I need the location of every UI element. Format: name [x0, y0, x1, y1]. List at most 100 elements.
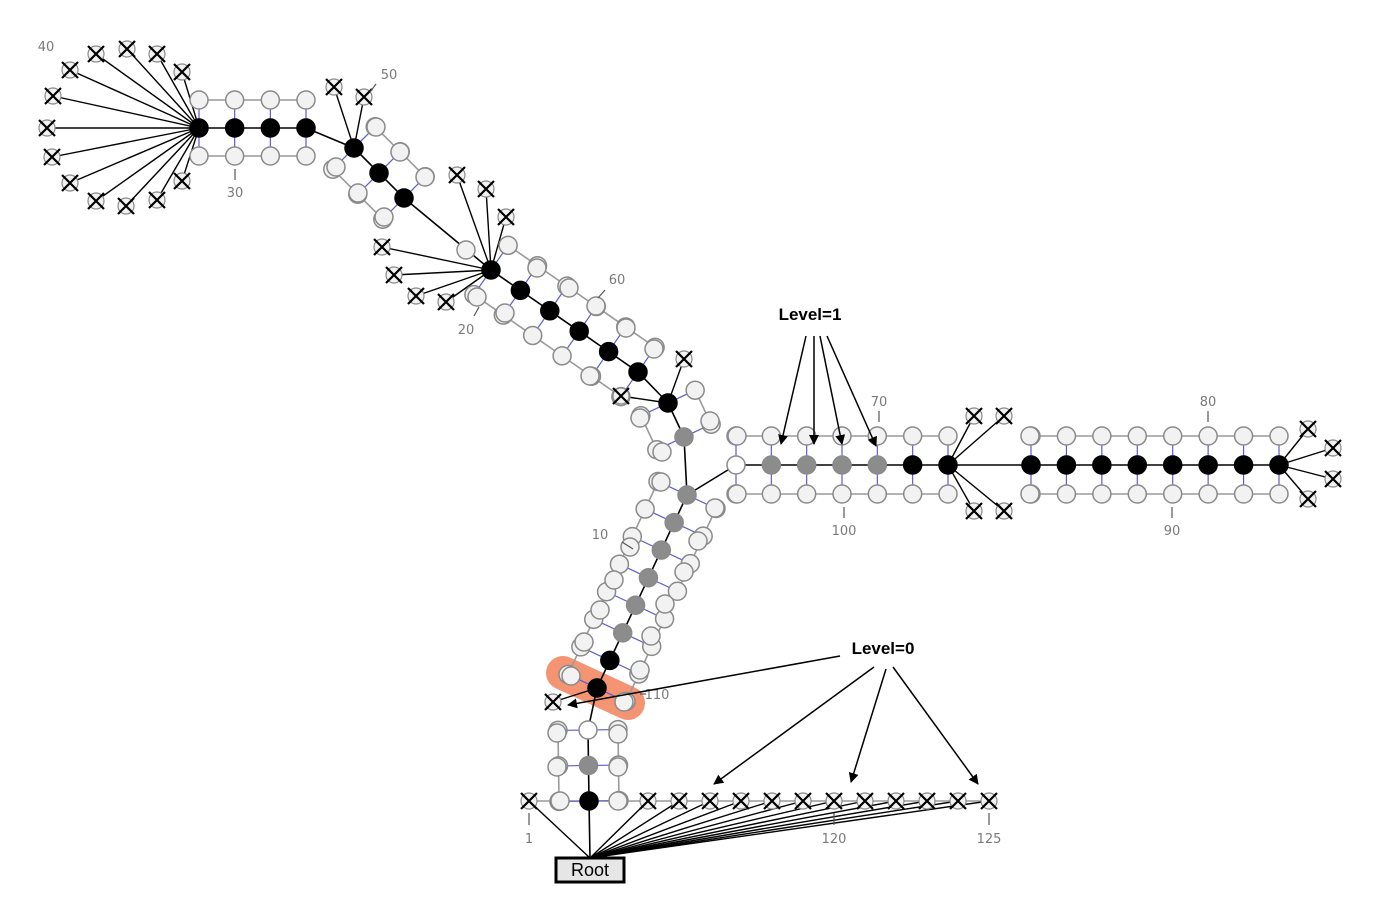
- stem-center-node: [612, 623, 633, 643]
- nucleotide-node: [1127, 484, 1148, 504]
- nucleotide-node: [1269, 426, 1289, 446]
- nucleotide-node: [616, 318, 636, 338]
- tree-edge: [589, 800, 835, 859]
- stem-center-node: [344, 138, 364, 158]
- leaf-cross-icon: [520, 792, 538, 810]
- nucleotide-node: [1269, 484, 1289, 504]
- tree-edge: [485, 188, 492, 271]
- tree-edge: [589, 800, 990, 859]
- leaf-cross-icon: [675, 350, 693, 368]
- tree-edge: [589, 800, 711, 859]
- stem-center-node: [867, 455, 888, 475]
- stem-center-node: [189, 118, 209, 138]
- leaf-cross-icon: [965, 502, 983, 520]
- leaf-cross-icon: [1324, 470, 1342, 488]
- leaf-cross-icon: [763, 792, 781, 810]
- arrow-layer: [567, 335, 979, 785]
- nucleotide-node: [727, 484, 747, 504]
- nucleotide-node: [608, 724, 628, 744]
- nucleotide-node: [1056, 426, 1077, 446]
- position-label: 1: [525, 832, 533, 847]
- nucleotide-node: [635, 499, 655, 519]
- position-label: 30: [227, 186, 244, 201]
- stem-center-node: [651, 540, 672, 560]
- nucleotide-node: [580, 366, 600, 386]
- nucleotide-node: [630, 660, 650, 680]
- leaf-cross-icon: [477, 180, 495, 198]
- nucleotide-node: [495, 303, 515, 323]
- leaf-cross-icon: [373, 238, 391, 256]
- stem-center-node: [569, 321, 589, 341]
- nucleotide-node: [674, 562, 694, 582]
- nucleotide-node: [667, 581, 688, 601]
- nucleotide-node: [561, 666, 581, 686]
- arrow-icon: [892, 666, 979, 785]
- position-tick: [621, 541, 634, 550]
- leaf-cross-icon: [117, 197, 135, 215]
- stem-center-node: [296, 118, 316, 138]
- nucleotide-node: [867, 484, 888, 504]
- nucleotide-node: [586, 296, 606, 316]
- stem-center-node: [224, 118, 245, 138]
- nucleotide-node: [796, 426, 817, 446]
- tree-edge: [126, 48, 200, 129]
- arrow-icon: [567, 655, 841, 709]
- stem-center-node: [832, 455, 852, 475]
- stem-center-node: [674, 427, 694, 447]
- stem-center-node: [761, 455, 782, 475]
- nucleotide-node: [761, 426, 782, 446]
- stem-center-node: [677, 485, 697, 505]
- leaf-cross-icon: [965, 407, 983, 425]
- leaf-cross-icon: [612, 387, 630, 405]
- leaf-cross-icon: [670, 792, 688, 810]
- arrow-icon: [848, 668, 887, 783]
- leaf-layer: [38, 40, 1342, 810]
- nucleotide-node: [1020, 484, 1040, 504]
- nucleotide-node: [390, 142, 410, 162]
- leaf-cross-icon: [995, 502, 1013, 520]
- tree-edge: [589, 800, 649, 859]
- nucleotide-node: [630, 408, 650, 428]
- nucleotide-node: [688, 531, 708, 551]
- tree-edge: [69, 69, 200, 129]
- tree-edge: [947, 464, 1005, 512]
- position-tick: [473, 306, 480, 317]
- nucleotide-node: [705, 498, 725, 518]
- tree-edge: [589, 800, 928, 859]
- position-label: 10: [592, 528, 609, 543]
- nucleotide-node: [641, 626, 661, 646]
- leaf-cross-icon: [38, 119, 56, 137]
- nucleotide-node: [938, 426, 958, 446]
- tree-edge: [333, 86, 355, 149]
- stem-center-node: [1127, 455, 1148, 475]
- nucleotide-node: [727, 426, 747, 446]
- position-label: 20: [458, 323, 475, 338]
- tree-edge: [589, 800, 897, 859]
- nucleotide-node: [260, 90, 281, 110]
- position-label: 100: [832, 524, 857, 539]
- tree-edge-layer: [47, 48, 1334, 859]
- stem-center-node: [664, 512, 684, 533]
- tree-edge: [589, 800, 804, 859]
- nucleotide-node: [796, 484, 817, 504]
- leaf-cross-icon: [44, 87, 62, 105]
- nucleotide-node: [224, 146, 245, 166]
- tree-edge: [69, 127, 200, 184]
- leaf-cross-icon: [544, 693, 562, 711]
- nucleotide-node: [1056, 484, 1077, 504]
- root-node: Root: [554, 856, 626, 884]
- leaf-cross-icon: [148, 191, 166, 209]
- position-label: 90: [1164, 524, 1181, 539]
- arrow-icon: [826, 335, 877, 447]
- stem-center-node: [587, 678, 607, 698]
- leaf-cross-icon: [61, 61, 79, 79]
- nucleotide-node: [552, 346, 572, 366]
- leaf-cross-icon: [1324, 439, 1342, 457]
- nucleotide-node: [1020, 426, 1040, 446]
- nucleotide-node: [574, 632, 594, 652]
- nucleotide-node: [189, 146, 209, 166]
- root-label: Root: [571, 860, 609, 880]
- leaf-cross-icon: [1299, 420, 1317, 438]
- nucleotide-node: [1162, 484, 1183, 504]
